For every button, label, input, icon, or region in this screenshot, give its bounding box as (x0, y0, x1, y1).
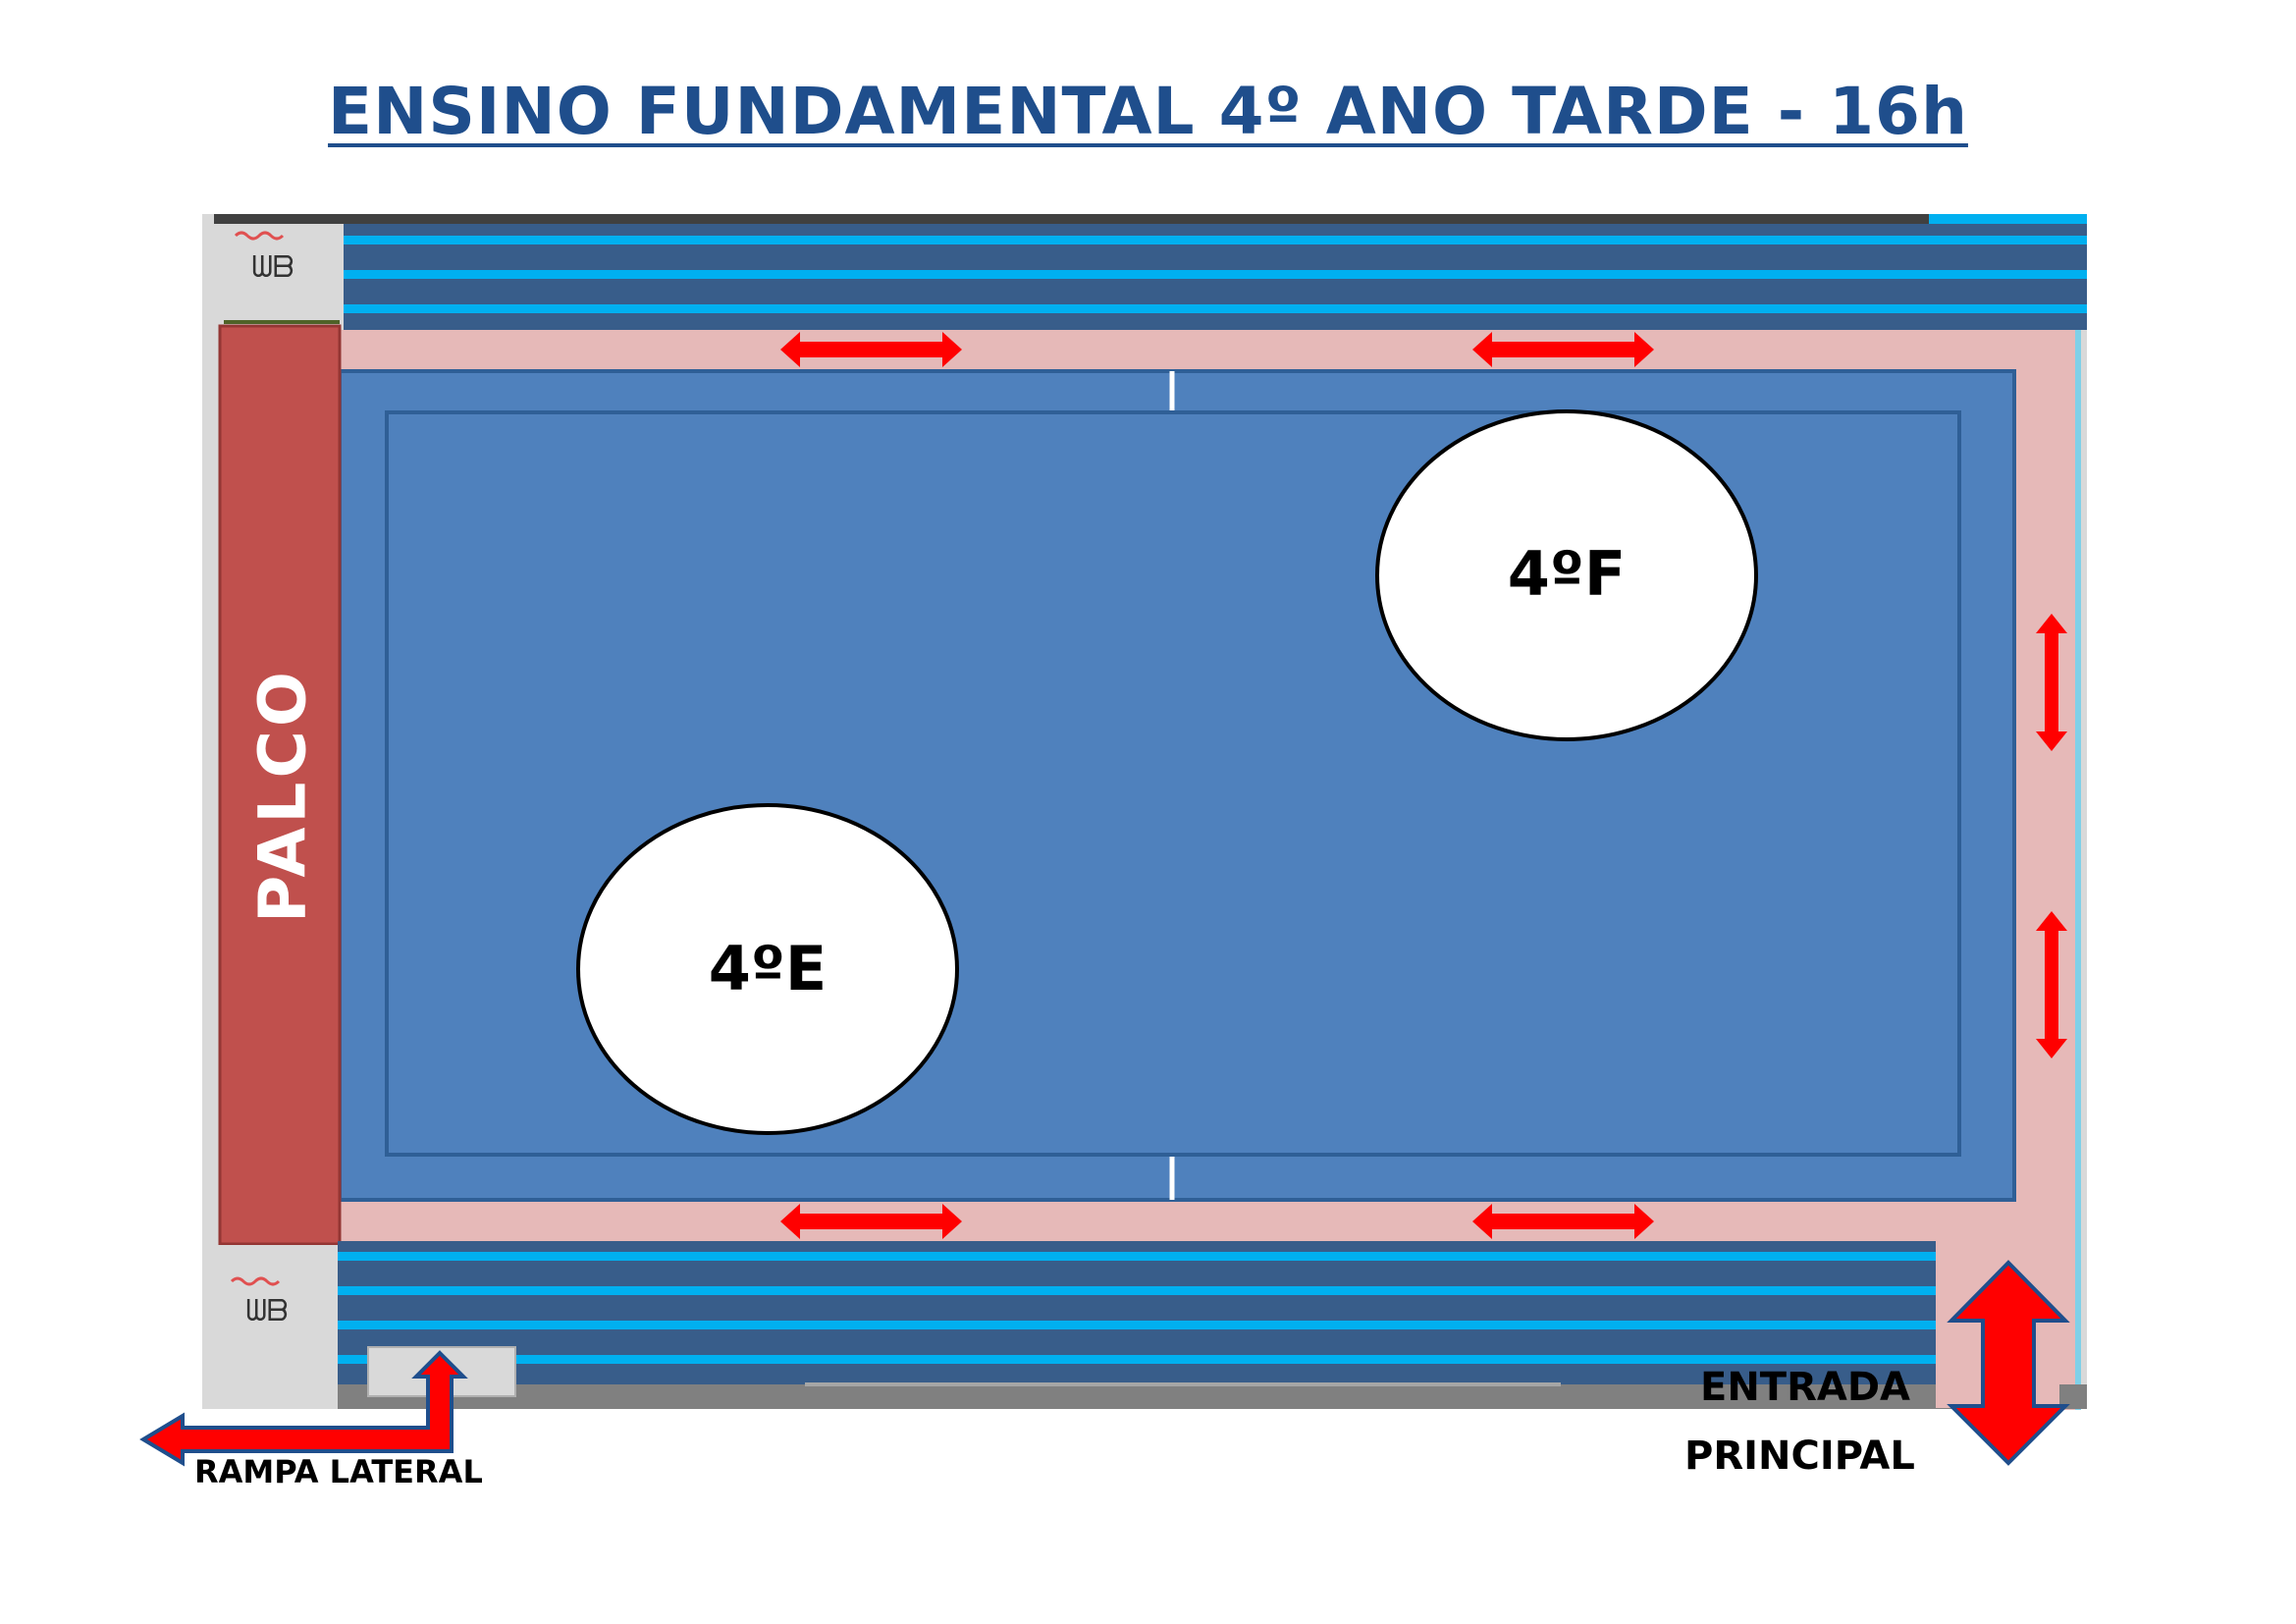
top-bleachers (214, 214, 2087, 330)
page-title-wrap: ENSINO FUNDAMENTAL 4º ANO TARDE - 16h (0, 74, 2296, 149)
side-ramp-arrow (139, 1350, 468, 1467)
stage (218, 324, 342, 1246)
arrow-bottom-right (1472, 1204, 1654, 1239)
entrance-label-line2: PRINCIPAL (1684, 1434, 1915, 1479)
arrow-right-upper (2036, 614, 2067, 751)
arrow-bottom-left (780, 1204, 962, 1239)
walkway-arrows (780, 332, 2067, 1239)
main-entrance-arrow (1947, 1260, 2070, 1466)
entrance-label-line1: ENTRADA (1700, 1365, 1911, 1410)
restroom-icon: ᗯᗷ (245, 1294, 288, 1328)
ramp-label: RAMPA LATERAL (194, 1453, 483, 1490)
arrow-top-right (1472, 332, 1654, 367)
group-label-4f: 4ºF (1507, 538, 1627, 610)
page-title: ENSINO FUNDAMENTAL 4º ANO TARDE - 16h (328, 74, 1968, 149)
restroom-bottom: ᗯᗷ (230, 1276, 289, 1328)
court (338, 369, 2016, 1202)
group-label-4e: 4ºE (708, 933, 828, 1004)
court-inner-line (385, 410, 1961, 1157)
group-circle-4e (576, 803, 959, 1135)
restroom-top: ᗯᗷ (202, 224, 344, 322)
stage-label: PALCO (244, 668, 321, 923)
restroom-icon: ᗯᗷ (251, 250, 294, 285)
group-circle-4f (1375, 409, 1758, 741)
arrow-right-lower (2036, 911, 2067, 1058)
arrow-top-left (780, 332, 962, 367)
